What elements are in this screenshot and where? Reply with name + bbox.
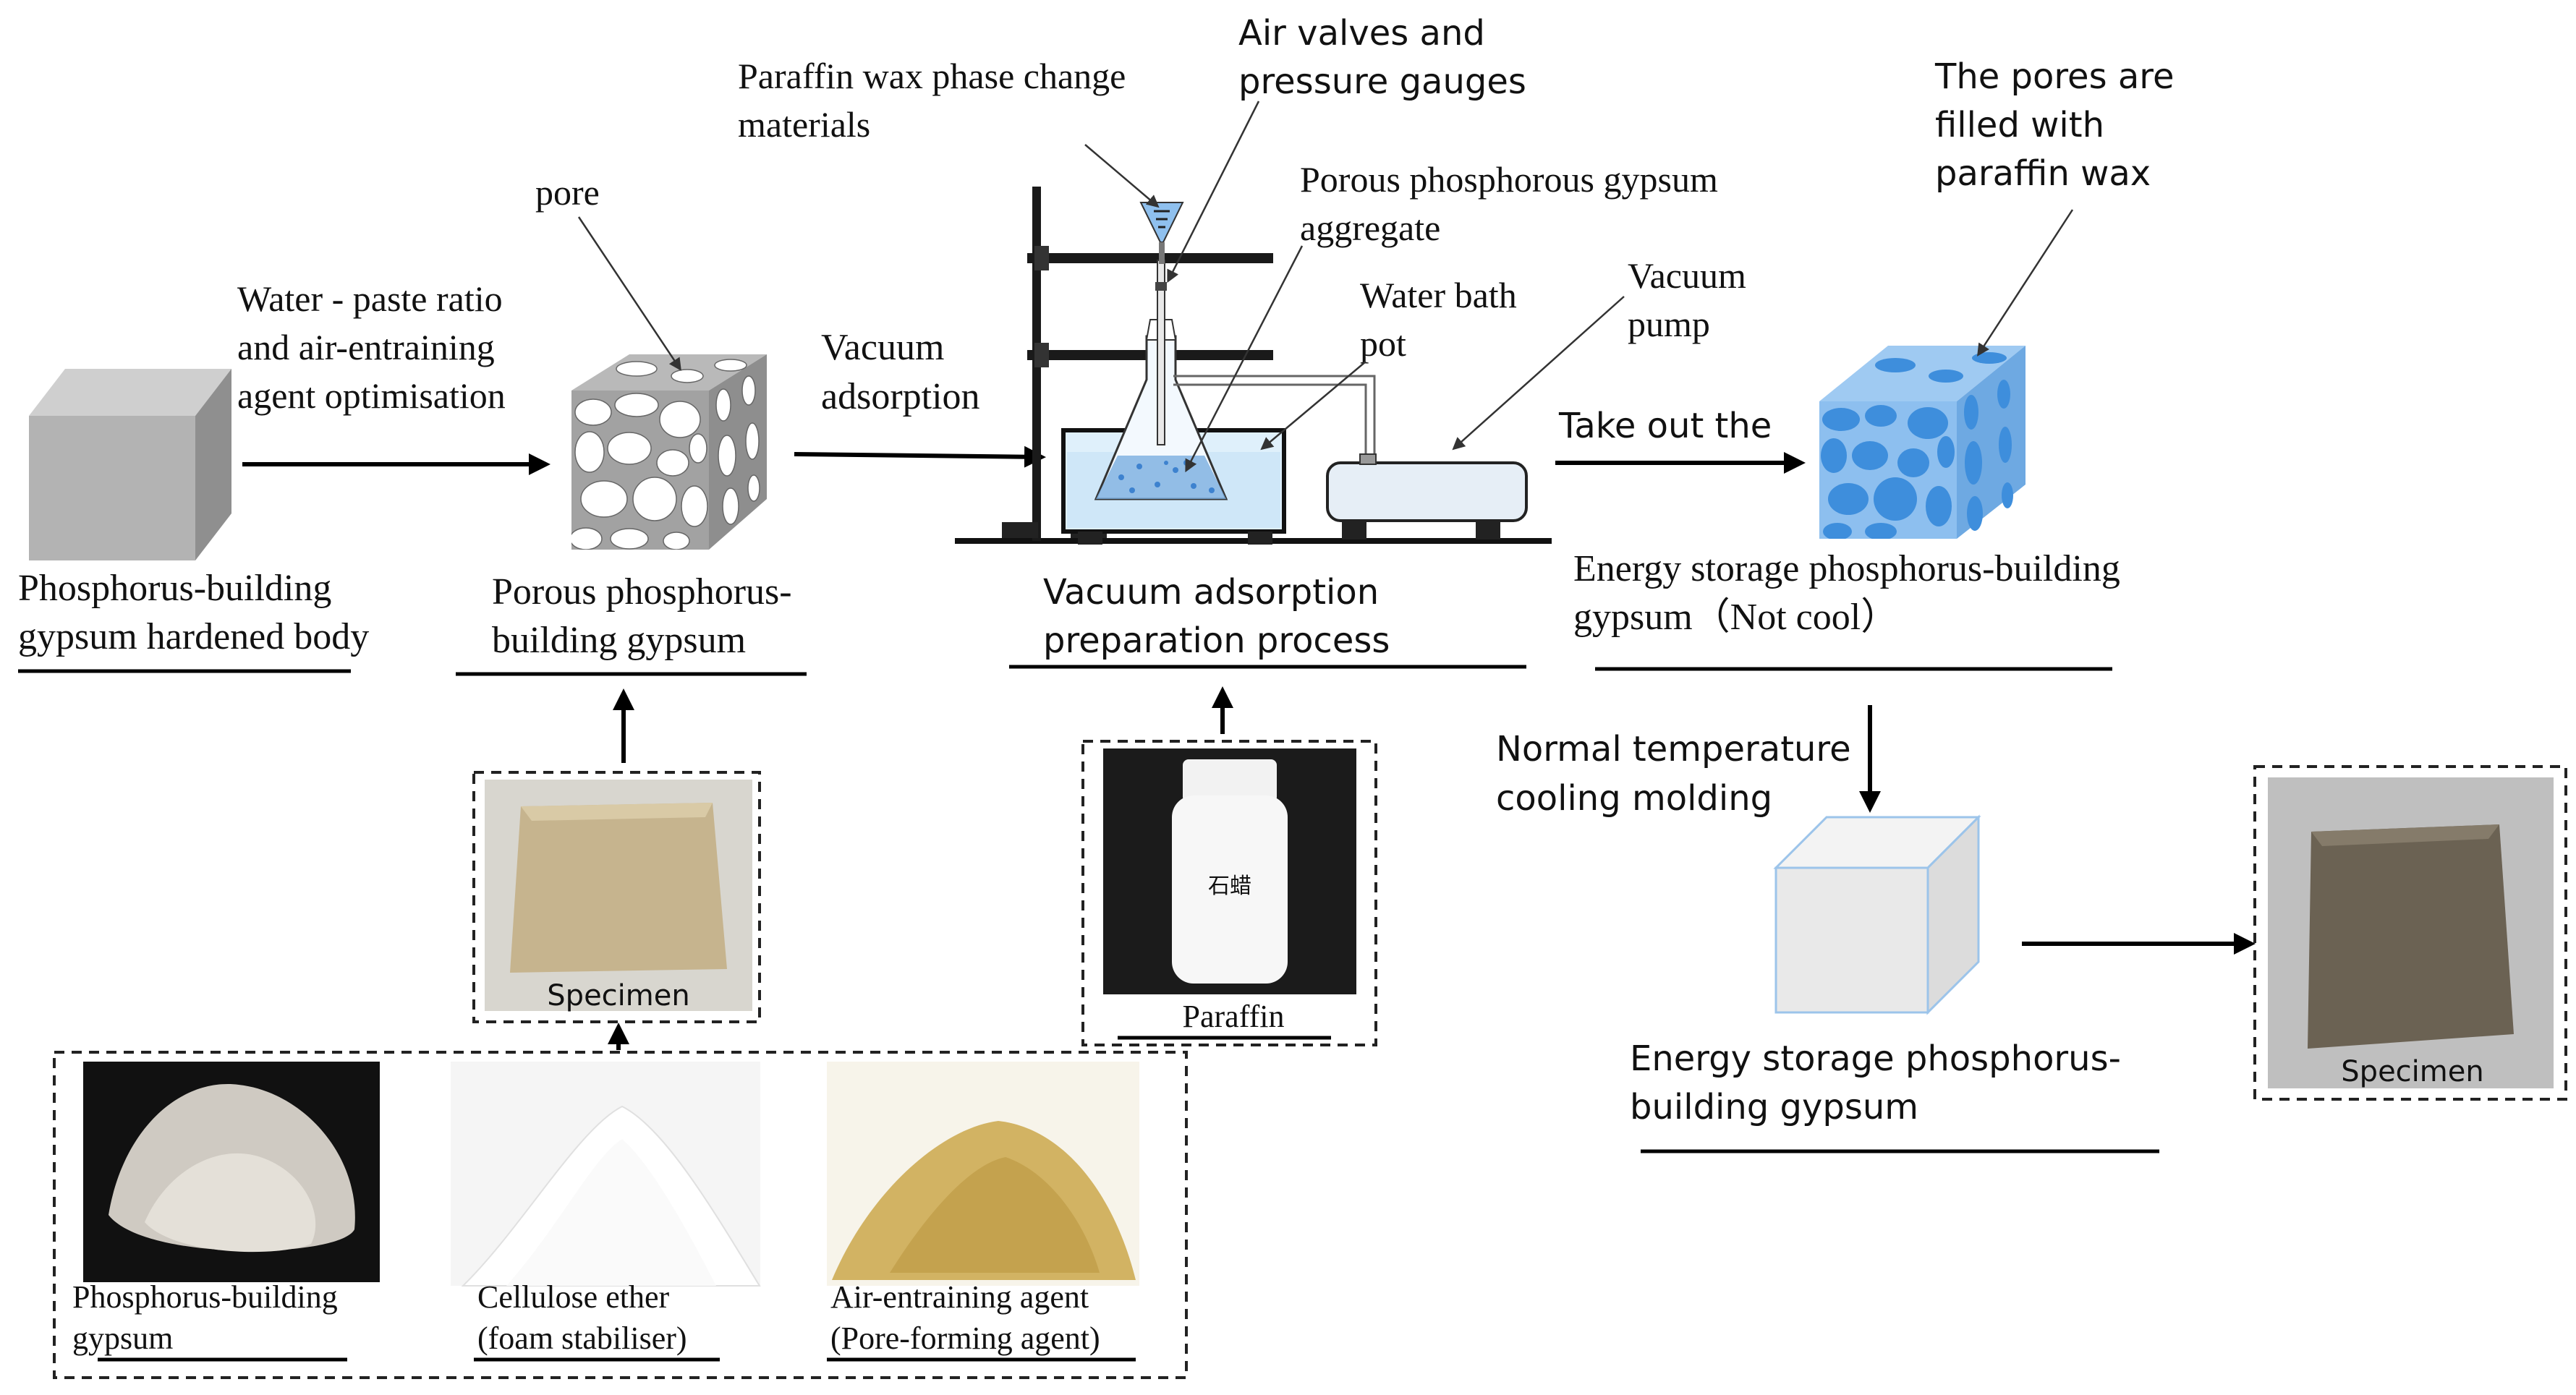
svg-text:pot: pot bbox=[1360, 323, 1406, 364]
pores-filled-pointer bbox=[1977, 209, 2074, 357]
svg-text:Phosphorus-building: Phosphorus-building bbox=[18, 568, 331, 609]
air-agent-label: Air-entraining agent (Pore-forming agent… bbox=[830, 1279, 1100, 1356]
final-specimen-frame bbox=[2253, 765, 2567, 1101]
water-bath-label: Water bath pot bbox=[1360, 275, 1517, 364]
svg-text:paraffin wax: paraffin wax bbox=[1935, 153, 2151, 194]
svg-text:(foam stabiliser): (foam stabiliser) bbox=[477, 1321, 687, 1356]
specimen-photo bbox=[485, 780, 752, 1011]
final-specimen-caption: Specimen bbox=[2341, 1055, 2483, 1088]
svg-text:Porous phosphorous gypsum: Porous phosphorous gypsum bbox=[1300, 159, 1718, 200]
svg-text:building gypsum: building gypsum bbox=[1630, 1087, 1918, 1127]
materials-frame bbox=[53, 1051, 1188, 1379]
paraffin-pcm-label: Paraffin wax phase change materials bbox=[738, 56, 1126, 145]
svg-text:石蜡: 石蜡 bbox=[1208, 874, 1251, 898]
svg-text:(Pore-forming agent): (Pore-forming agent) bbox=[830, 1321, 1100, 1356]
take-out-label: Take out the bbox=[1558, 406, 1772, 446]
svg-text:Vacuum: Vacuum bbox=[1628, 255, 1746, 296]
svg-text:Air-entraining agent: Air-entraining agent bbox=[830, 1279, 1089, 1315]
hardened-body-cube bbox=[29, 369, 231, 560]
hardened-body-label: Phosphorus-building gypsum hardened body bbox=[18, 568, 369, 657]
cellulose-label: Cellulose ether (foam stabiliser) bbox=[477, 1279, 687, 1356]
specimen-caption: Specimen bbox=[547, 979, 689, 1012]
svg-text:Cellulose ether: Cellulose ether bbox=[477, 1279, 669, 1315]
svg-text:and air-entraining: and air-entraining bbox=[237, 327, 495, 367]
porous-aggregate-label: Porous phosphorous gypsum aggregate bbox=[1300, 159, 1718, 248]
air-valves-label: Air valves and pressure gauges bbox=[1238, 13, 1526, 102]
svg-text:cooling molding: cooling molding bbox=[1496, 778, 1772, 819]
air-agent-photo bbox=[827, 1062, 1139, 1286]
vacuum-pump-pointer bbox=[1452, 296, 1625, 451]
svg-text:gypsum hardened body: gypsum hardened body bbox=[18, 616, 369, 657]
svg-text:Vacuum adsorption: Vacuum adsorption bbox=[1043, 572, 1379, 613]
air-valves-pointer bbox=[1167, 101, 1260, 283]
porous-gypsum-label: Porous phosphorus- building gypsum bbox=[492, 571, 792, 661]
cooled-cube bbox=[1773, 814, 1981, 1015]
svg-text:materials: materials bbox=[738, 104, 870, 145]
pore-label: pore bbox=[535, 172, 600, 213]
wax-filled-cube bbox=[1819, 346, 2025, 539]
svg-text:gypsum（Not cool）: gypsum（Not cool） bbox=[1573, 597, 1898, 638]
paraffin-frame bbox=[1081, 740, 1377, 1046]
svg-text:Energy storage phosphorus-buil: Energy storage phosphorus-building bbox=[1573, 548, 2120, 589]
svg-text:gypsum: gypsum bbox=[72, 1321, 173, 1356]
svg-text:Normal temperature: Normal temperature bbox=[1496, 729, 1851, 769]
porous-aggregate-pointer bbox=[1185, 245, 1304, 473]
water-bath-pointer bbox=[1260, 361, 1366, 451]
svg-text:Porous phosphorus-: Porous phosphorus- bbox=[492, 571, 792, 613]
svg-text:Energy storage phosphorus-: Energy storage phosphorus- bbox=[1630, 1038, 2121, 1079]
arrow-vacuum-adsorption bbox=[794, 445, 1046, 468]
vacuum-process-label: Vacuum adsorption preparation process bbox=[1043, 572, 1390, 661]
svg-text:filled with: filled with bbox=[1935, 105, 2104, 145]
final-specimen-photo bbox=[2268, 777, 2554, 1088]
optimisation-label: Water - paste ratio and air-entraining a… bbox=[237, 278, 506, 416]
svg-text:pressure gauges: pressure gauges bbox=[1238, 61, 1526, 102]
vacuum-adsorption-label: Vacuum adsorption bbox=[821, 327, 980, 417]
svg-text:agent optimisation: agent optimisation bbox=[237, 375, 506, 416]
raw-gypsum-photo bbox=[83, 1062, 380, 1282]
pore-pointer bbox=[577, 216, 681, 371]
paraffin-caption: Paraffin bbox=[1183, 999, 1285, 1034]
svg-text:building gypsum: building gypsum bbox=[492, 620, 746, 661]
svg-text:Air valves and: Air valves and bbox=[1238, 13, 1485, 54]
svg-text:adsorption: adsorption bbox=[821, 376, 980, 417]
vacuum-apparatus bbox=[955, 187, 1552, 545]
specimen-frame bbox=[472, 771, 761, 1023]
svg-text:Vacuum: Vacuum bbox=[821, 327, 944, 368]
porous-cube bbox=[571, 354, 767, 550]
paraffin-pcm-pointer bbox=[1084, 144, 1160, 208]
cooling-label: Normal temperature cooling molding bbox=[1496, 729, 1851, 819]
svg-text:The pores are: The pores are bbox=[1934, 56, 2174, 97]
svg-text:aggregate: aggregate bbox=[1300, 208, 1440, 248]
pores-filled-label: The pores are filled with paraffin wax bbox=[1934, 56, 2174, 194]
svg-text:Phosphorus-building: Phosphorus-building bbox=[72, 1279, 338, 1315]
svg-text:Paraffin wax phase change: Paraffin wax phase change bbox=[738, 56, 1126, 96]
cellulose-photo bbox=[451, 1062, 761, 1287]
vacuum-pump-label: Vacuum pump bbox=[1628, 255, 1746, 344]
svg-text:pump: pump bbox=[1628, 304, 1710, 344]
svg-text:Water - paste ratio: Water - paste ratio bbox=[237, 278, 503, 319]
svg-text:preparation process: preparation process bbox=[1043, 620, 1390, 661]
energy-not-cool-label: Energy storage phosphorus-building gypsu… bbox=[1573, 548, 2120, 638]
paraffin-photo: 石蜡 bbox=[1103, 748, 1356, 994]
svg-text:Water bath: Water bath bbox=[1360, 275, 1517, 315]
energy-final-label: Energy storage phosphorus- building gyps… bbox=[1630, 1038, 2121, 1127]
raw-gypsum-label: Phosphorus-building gypsum bbox=[72, 1279, 338, 1356]
